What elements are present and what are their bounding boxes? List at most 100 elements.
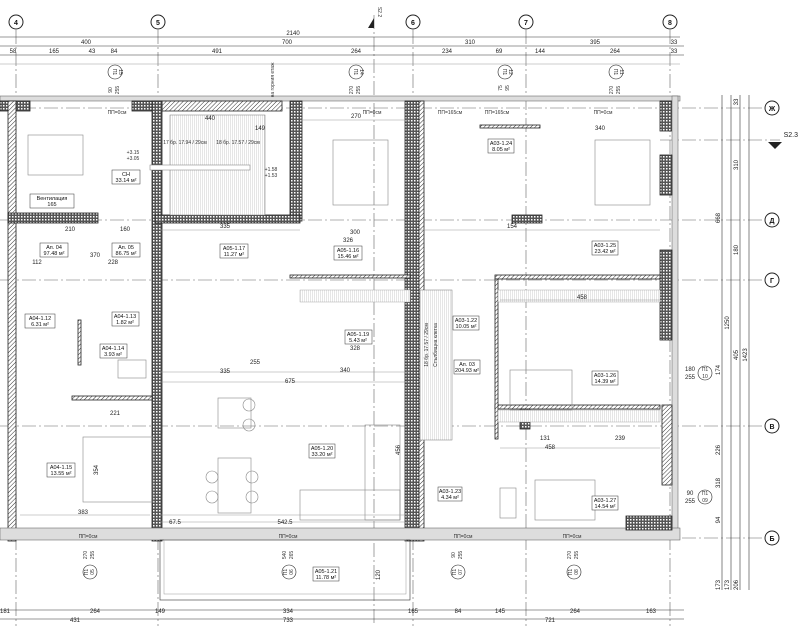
svg-text:255: 255 bbox=[458, 551, 464, 560]
svg-text:340: 340 bbox=[595, 126, 606, 132]
svg-text:84: 84 bbox=[455, 609, 462, 615]
svg-text:6.31 м²: 6.31 м² bbox=[31, 322, 49, 328]
svg-text:A05-1.19: A05-1.19 bbox=[347, 332, 369, 338]
svg-text:300: 300 bbox=[350, 230, 361, 236]
svg-text:180: 180 bbox=[685, 367, 696, 373]
svg-text:149: 149 bbox=[255, 126, 266, 132]
svg-text:265: 265 bbox=[289, 551, 295, 560]
exterior-walls bbox=[0, 95, 681, 542]
svg-text:33.14 м²: 33.14 м² bbox=[116, 178, 137, 184]
svg-text:14.39 м²: 14.39 м² bbox=[595, 379, 616, 385]
svg-text:255: 255 bbox=[685, 499, 696, 505]
room-a05-1-19: A05-1.195.43 м² bbox=[344, 329, 373, 345]
svg-text:456: 456 bbox=[396, 444, 402, 455]
svg-text:A05-1.17: A05-1.17 bbox=[223, 246, 245, 252]
svg-text:П1: П1 bbox=[283, 569, 289, 576]
svg-text:ПП=165см: ПП=165см bbox=[438, 110, 463, 116]
svg-text:165: 165 bbox=[49, 49, 60, 55]
svg-text:120: 120 bbox=[376, 569, 382, 580]
svg-text:1423: 1423 bbox=[743, 348, 749, 362]
dimensions-bottom: 181 264 149 334 165 84 145 264 163 431 7… bbox=[0, 609, 684, 624]
svg-text:A03-1.22: A03-1.22 bbox=[455, 318, 477, 324]
svg-text:П1: П1 bbox=[84, 569, 90, 576]
svg-text:06: 06 bbox=[289, 569, 295, 575]
svg-text:90: 90 bbox=[108, 87, 114, 93]
axis-marker-g: Г bbox=[764, 272, 780, 288]
svg-text:15.46 м²: 15.46 м² bbox=[338, 254, 359, 260]
svg-text:A05-1.20: A05-1.20 bbox=[311, 446, 333, 452]
svg-text:14.54 м²: 14.54 м² bbox=[595, 504, 616, 510]
svg-text:458: 458 bbox=[545, 445, 556, 451]
svg-text:700: 700 bbox=[282, 40, 293, 46]
svg-text:Д: Д bbox=[770, 218, 775, 225]
svg-text:10.05 м²: 10.05 м² bbox=[456, 324, 477, 330]
svg-text:A03-1.25: A03-1.25 bbox=[594, 243, 616, 249]
svg-text:08: 08 bbox=[574, 569, 580, 575]
svg-text:721: 721 bbox=[545, 618, 556, 624]
svg-text:173: 173 bbox=[725, 579, 731, 590]
svg-text:A04-1.15: A04-1.15 bbox=[50, 465, 72, 471]
svg-text:90: 90 bbox=[687, 491, 694, 497]
svg-text:270: 270 bbox=[351, 114, 362, 120]
svg-text:4: 4 bbox=[14, 20, 18, 27]
svg-text:18 бр. 17.57 / 29см: 18 бр. 17.57 / 29см bbox=[424, 323, 430, 367]
svg-text:12: 12 bbox=[507, 69, 513, 75]
svg-text:П1: П1 bbox=[452, 569, 458, 576]
svg-text:14: 14 bbox=[358, 69, 364, 75]
svg-text:174: 174 bbox=[716, 364, 722, 375]
svg-text:264: 264 bbox=[610, 49, 621, 55]
axis-marker-6: 6 bbox=[405, 14, 421, 30]
room-a03-1-23: A03-1.234.34 м² bbox=[437, 486, 463, 502]
svg-text:A03-1.26: A03-1.26 bbox=[594, 373, 616, 379]
svg-text:8.05 м²: 8.05 м² bbox=[492, 147, 510, 153]
svg-text:4.34 м²: 4.34 м² bbox=[441, 495, 459, 501]
svg-text:733: 733 bbox=[283, 618, 294, 624]
svg-text:6: 6 bbox=[411, 20, 415, 27]
svg-text:204.93 м²: 204.93 м² bbox=[455, 368, 479, 374]
balcony bbox=[159, 539, 411, 601]
svg-text:335: 335 bbox=[220, 369, 231, 375]
svg-text:310: 310 bbox=[734, 159, 740, 170]
svg-text:5.43 м²: 5.43 м² bbox=[349, 338, 367, 344]
svg-text:86.75 м²: 86.75 м² bbox=[116, 251, 137, 257]
svg-text:228: 228 bbox=[108, 260, 119, 266]
svg-text:ПП=0см: ПП=0см bbox=[108, 110, 127, 116]
svg-text:264: 264 bbox=[90, 609, 101, 615]
svg-text:370: 370 bbox=[90, 253, 101, 259]
svg-text:163: 163 bbox=[646, 609, 657, 615]
svg-text:234: 234 bbox=[442, 49, 453, 55]
svg-text:340: 340 bbox=[340, 368, 351, 374]
svg-text:П1: П1 bbox=[568, 569, 574, 576]
svg-text:221: 221 bbox=[110, 411, 121, 417]
svg-text:33.20 м²: 33.20 м² bbox=[312, 452, 333, 458]
svg-text:2140: 2140 bbox=[286, 31, 300, 37]
svg-text:206: 206 bbox=[734, 579, 740, 590]
svg-text:+1.53: +1.53 bbox=[265, 173, 278, 179]
svg-text:149: 149 bbox=[155, 609, 166, 615]
svg-text:145: 145 bbox=[495, 609, 506, 615]
svg-text:69: 69 bbox=[496, 49, 503, 55]
svg-text:ПП=0см: ПП=0см bbox=[79, 534, 98, 540]
svg-text:255: 255 bbox=[616, 86, 622, 95]
svg-text:09: 09 bbox=[702, 498, 708, 504]
svg-text:335: 335 bbox=[220, 224, 231, 230]
svg-text:+1.58: +1.58 bbox=[265, 167, 278, 173]
svg-text:+3.05: +3.05 bbox=[127, 156, 140, 162]
svg-text:П1: П1 bbox=[612, 69, 618, 76]
room-a04-1-14: A04-1.143.93 м² bbox=[99, 343, 128, 359]
svg-text:11: 11 bbox=[618, 69, 624, 74]
dimensions-top: 2140 400 700 310 395 33 58 165 43 84 491… bbox=[0, 31, 684, 65]
svg-text:A03-1.24: A03-1.24 bbox=[490, 141, 512, 147]
svg-text:Стълбищна клетка: Стълбищна клетка bbox=[433, 323, 439, 367]
svg-text:131: 131 bbox=[540, 436, 551, 442]
